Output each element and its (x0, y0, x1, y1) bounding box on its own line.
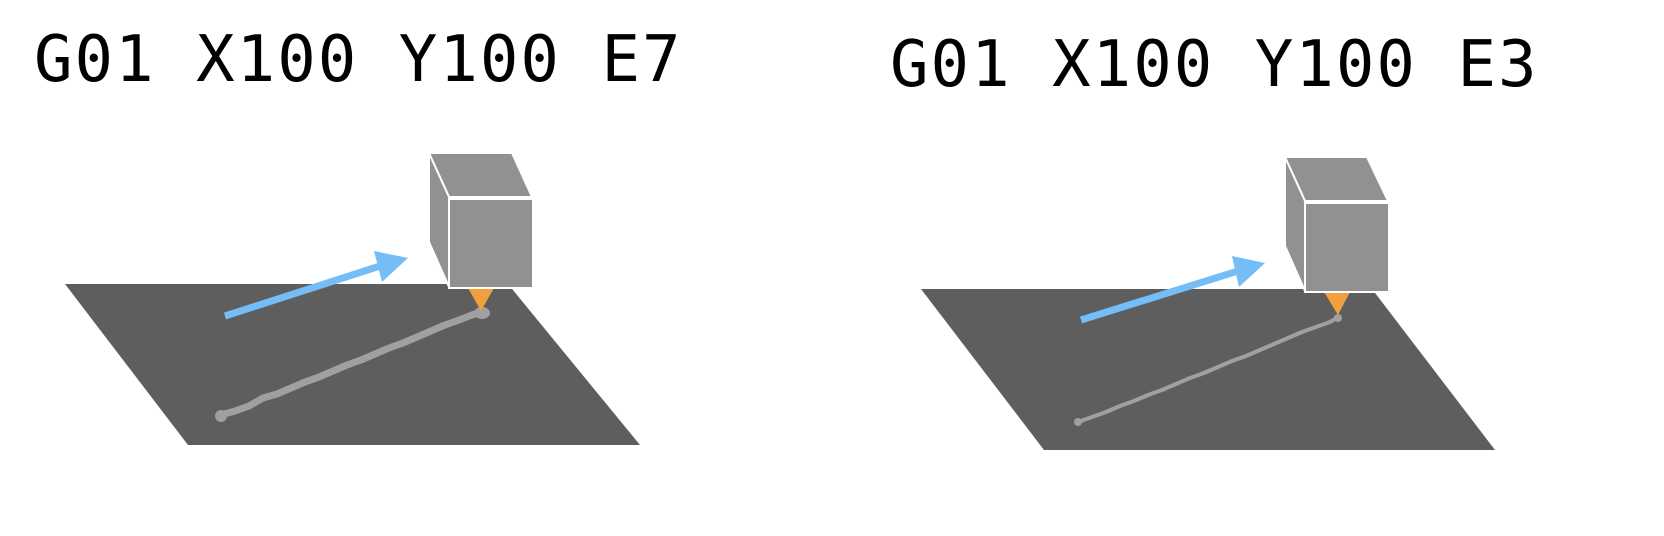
panel-e7: G01 X100 Y100 E7 (34, 23, 683, 445)
gcode-command: G01 X100 Y100 E3 (890, 28, 1539, 102)
motion-direction-arrow (1079, 267, 1240, 324)
print-scene (921, 156, 1495, 450)
arrow-head-icon (374, 251, 408, 282)
motion-direction-arrow (223, 262, 382, 320)
arrow-head-icon (1232, 256, 1265, 287)
filament-end-blob (1334, 314, 1342, 322)
filament-line (1076, 316, 1339, 424)
nozzle-cone (1324, 292, 1350, 315)
filament-end-blob (474, 307, 490, 319)
nozzle-cone (468, 288, 494, 311)
extruder-front-face (1304, 202, 1390, 293)
print-scene (65, 152, 640, 445)
filament-start-blob (1074, 418, 1082, 426)
gcode-command: G01 X100 Y100 E7 (34, 23, 683, 97)
panel-e3: G01 X100 Y100 E3 (832, 0, 1664, 536)
filament-start-blob (215, 410, 227, 422)
filament-line (217, 308, 485, 419)
extruder-front-face (448, 198, 534, 289)
